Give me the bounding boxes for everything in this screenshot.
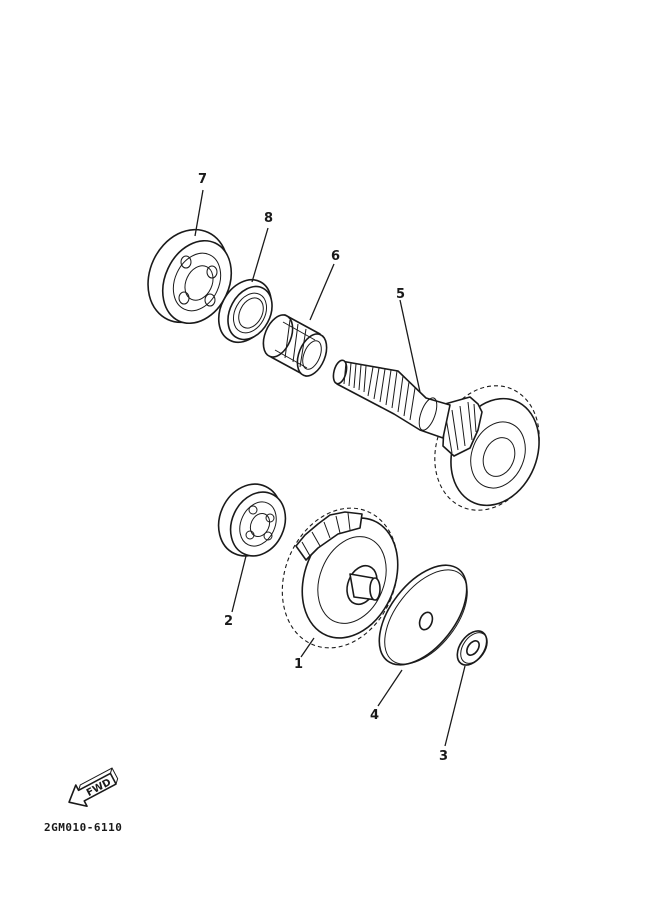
- part-6-needle-bearing: [262, 314, 328, 377]
- part-4-thrust-washer: [378, 564, 468, 666]
- callout-2: 2: [224, 614, 233, 629]
- part-1-gear: [281, 507, 399, 649]
- leader-lines: [194, 189, 466, 747]
- callout-7: 7: [198, 172, 207, 187]
- part-3-small-washer: [456, 630, 488, 666]
- callout-1: 1: [294, 657, 303, 672]
- callout-8: 8: [264, 211, 273, 226]
- callout-6: 6: [331, 249, 340, 264]
- callout-labels: 7 8 6 5 2 1 4 3: [198, 172, 448, 764]
- fwd-arrow-icon: FWD: [68, 767, 119, 808]
- callout-3: 3: [439, 749, 448, 764]
- callout-5: 5: [396, 287, 405, 302]
- callout-4: 4: [370, 708, 379, 723]
- drawing-code: 2GM010-6110: [44, 821, 122, 834]
- part-8-oil-seal: [217, 278, 273, 344]
- part-5-shaft-gear: [332, 359, 540, 511]
- part-2-ball-bearing: [217, 483, 287, 557]
